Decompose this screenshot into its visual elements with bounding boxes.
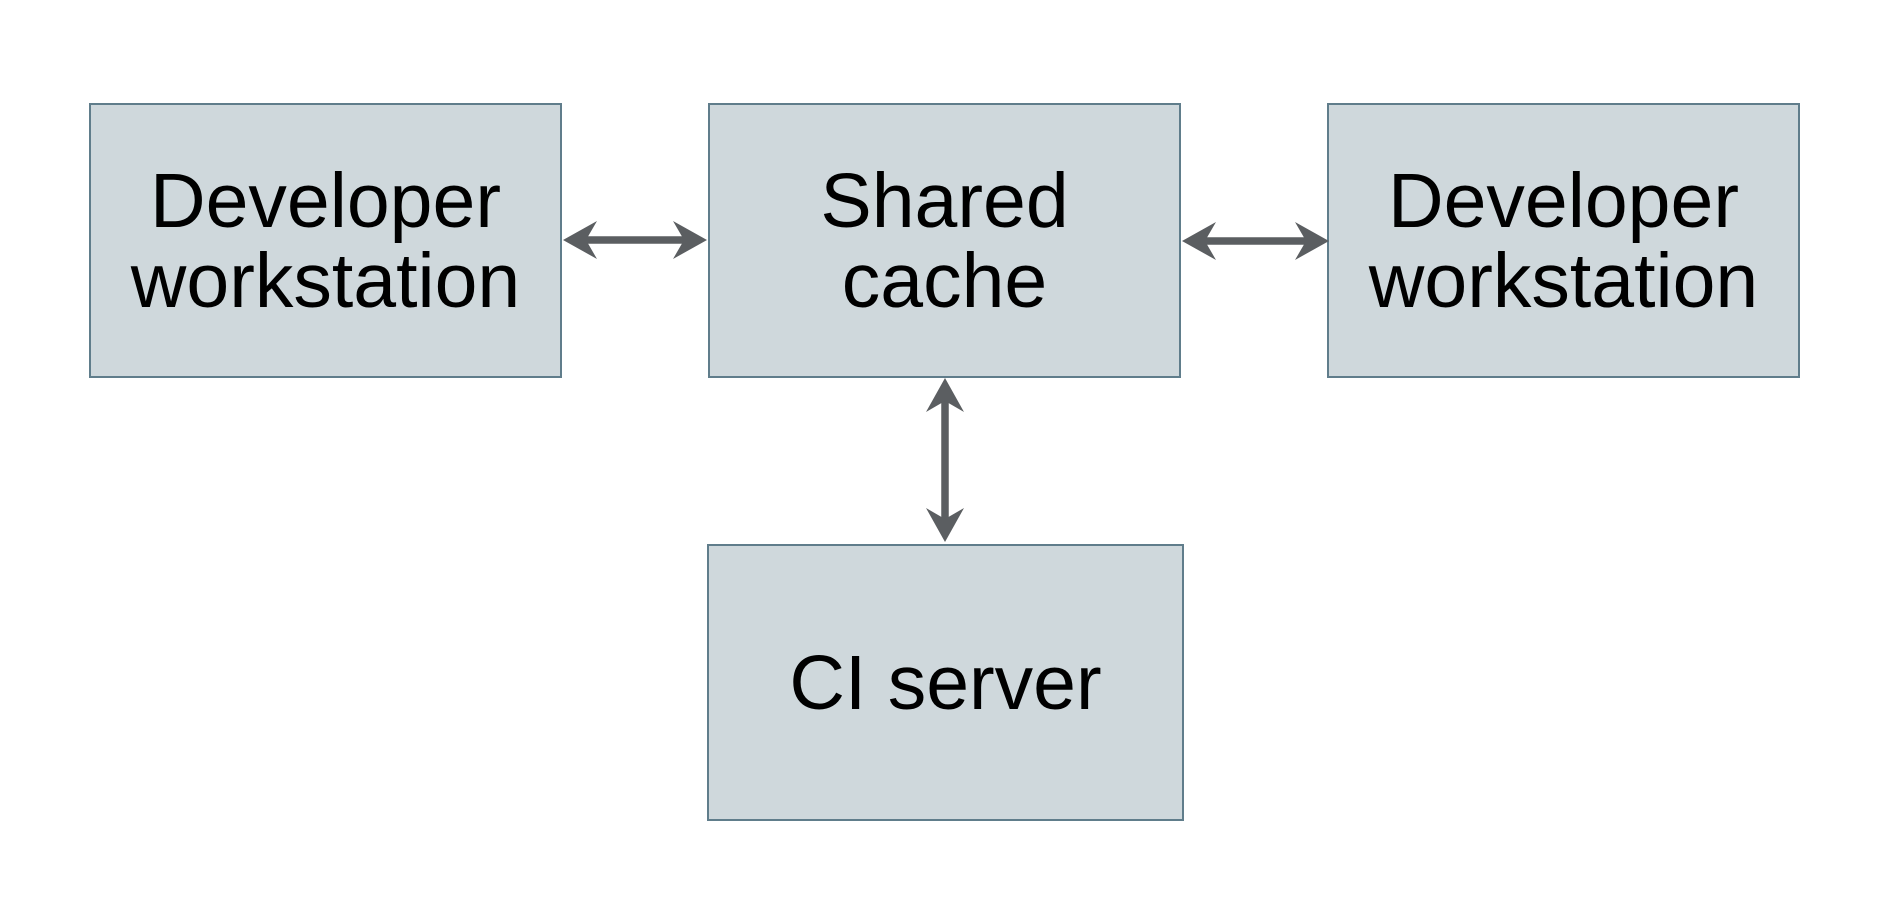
arrow-shared-cache-ci-server: [926, 378, 964, 542]
node-label-line: workstation: [1368, 237, 1759, 324]
node-ci-server: CI server: [707, 544, 1184, 821]
arrow-dev-left-shared-cache: [563, 221, 707, 259]
node-label-line: cache: [841, 237, 1048, 324]
node-label-line: Developer: [1388, 157, 1739, 244]
node-label-line: Developer: [150, 157, 501, 244]
node-label-line: workstation: [130, 237, 521, 324]
node-shared-cache: Shared cache: [708, 103, 1181, 378]
node-label-line: Shared: [820, 157, 1069, 244]
arrow-shared-cache-dev-right: [1182, 222, 1329, 260]
node-developer-workstation-left: Developer workstation: [89, 103, 562, 378]
node-label-line: CI server: [789, 639, 1102, 726]
node-developer-workstation-right: Developer workstation: [1327, 103, 1800, 378]
